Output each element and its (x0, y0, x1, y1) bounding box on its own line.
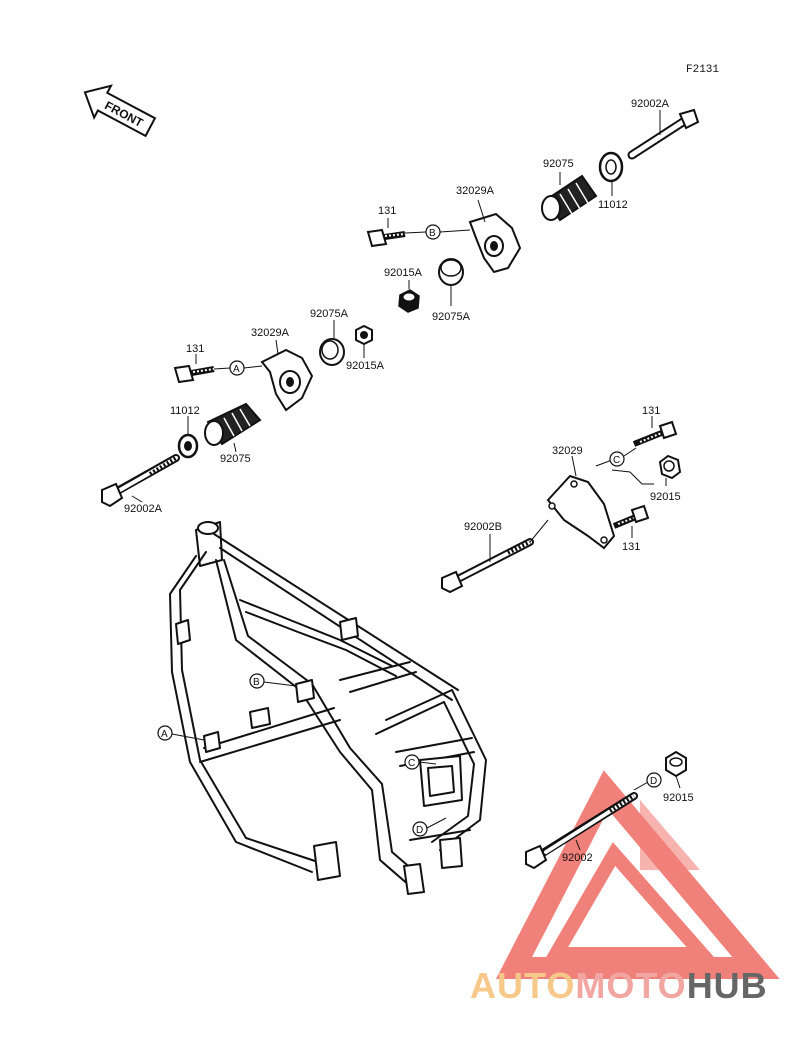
label-92015A-top: 92015A (384, 267, 423, 279)
label-131-right-bot: 131 (622, 541, 640, 553)
marker-c-frame (404, 754, 420, 770)
label-92075A-top: 92075A (432, 311, 471, 323)
label-32029A-top: 32029A (456, 185, 495, 197)
marker-b-top-label: B (429, 228, 436, 239)
marker-d-frame-label: D (416, 825, 423, 836)
watermark-hub: HUB (687, 965, 768, 1006)
label-92075A-mid: 92075A (310, 308, 349, 320)
label-92002-bottom: 92002 (562, 852, 593, 864)
bolt-92002A-top (627, 108, 700, 160)
label-11012-top: 11012 (598, 199, 628, 211)
diagram-code: F2131 (686, 64, 719, 76)
label-131-top: 131 (378, 205, 396, 217)
marker-d-bottom-label: D (650, 776, 657, 787)
label-92002B: 92002B (464, 521, 502, 533)
label-131-right-top: 131 (642, 405, 660, 417)
marker-a-frame-label: A (161, 729, 168, 740)
marker-b-frame (249, 673, 265, 689)
marker-d-frame (412, 821, 428, 837)
bolt-92002A-left (101, 454, 180, 508)
label-11012-mid: 11012 (170, 405, 200, 417)
bolt-131-mid (173, 364, 215, 384)
watermark-moto: MOTO (575, 965, 686, 1006)
marker-b-top (425, 224, 441, 240)
marker-d-bottom (646, 772, 662, 788)
label-32029A-mid: 32029A (251, 327, 290, 339)
watermark-auto: AUTO (470, 965, 575, 1006)
marker-c-frame-label: C (408, 758, 415, 769)
bolt-131-right-bot (612, 504, 650, 529)
bushing-92075-top (541, 174, 598, 222)
marker-a-frame (157, 725, 173, 741)
marker-c-right (609, 451, 625, 467)
bracket-32029A-top (468, 212, 522, 274)
bolt-131-right-top (632, 420, 678, 447)
label-92075-top: 92075 (543, 158, 574, 170)
bracket-32029A-mid (260, 348, 314, 412)
label-131-mid: 131 (186, 343, 204, 355)
label-92002A-left: 92002A (124, 503, 163, 515)
label-32029: 32029 (552, 445, 583, 457)
watermark-logo-icon (495, 770, 780, 979)
marker-a-mid-label: A (233, 364, 240, 375)
motorcycle-frame (169, 521, 487, 895)
label-92002A-top: 92002A (631, 98, 670, 110)
front-arrow-icon: FRONT (83, 84, 157, 138)
bolt-92002-bottom (525, 792, 638, 870)
label-92015-right: 92015 (650, 491, 681, 503)
marker-c-right-label: C (613, 455, 620, 466)
bracket-32029 (546, 474, 616, 550)
watermark-text: AUTOMOTOHUB (470, 965, 768, 1006)
label-92015A-mid: 92015A (346, 360, 385, 372)
bushing-92075-mid (204, 402, 262, 446)
marker-a-mid (229, 360, 245, 376)
marker-b-frame-label: B (253, 677, 260, 688)
label-92075-mid: 92075 (220, 453, 251, 465)
bolt-131-top (366, 228, 406, 248)
label-92015-bottom: 92015 (663, 792, 694, 804)
bolt-92002B (441, 538, 534, 594)
